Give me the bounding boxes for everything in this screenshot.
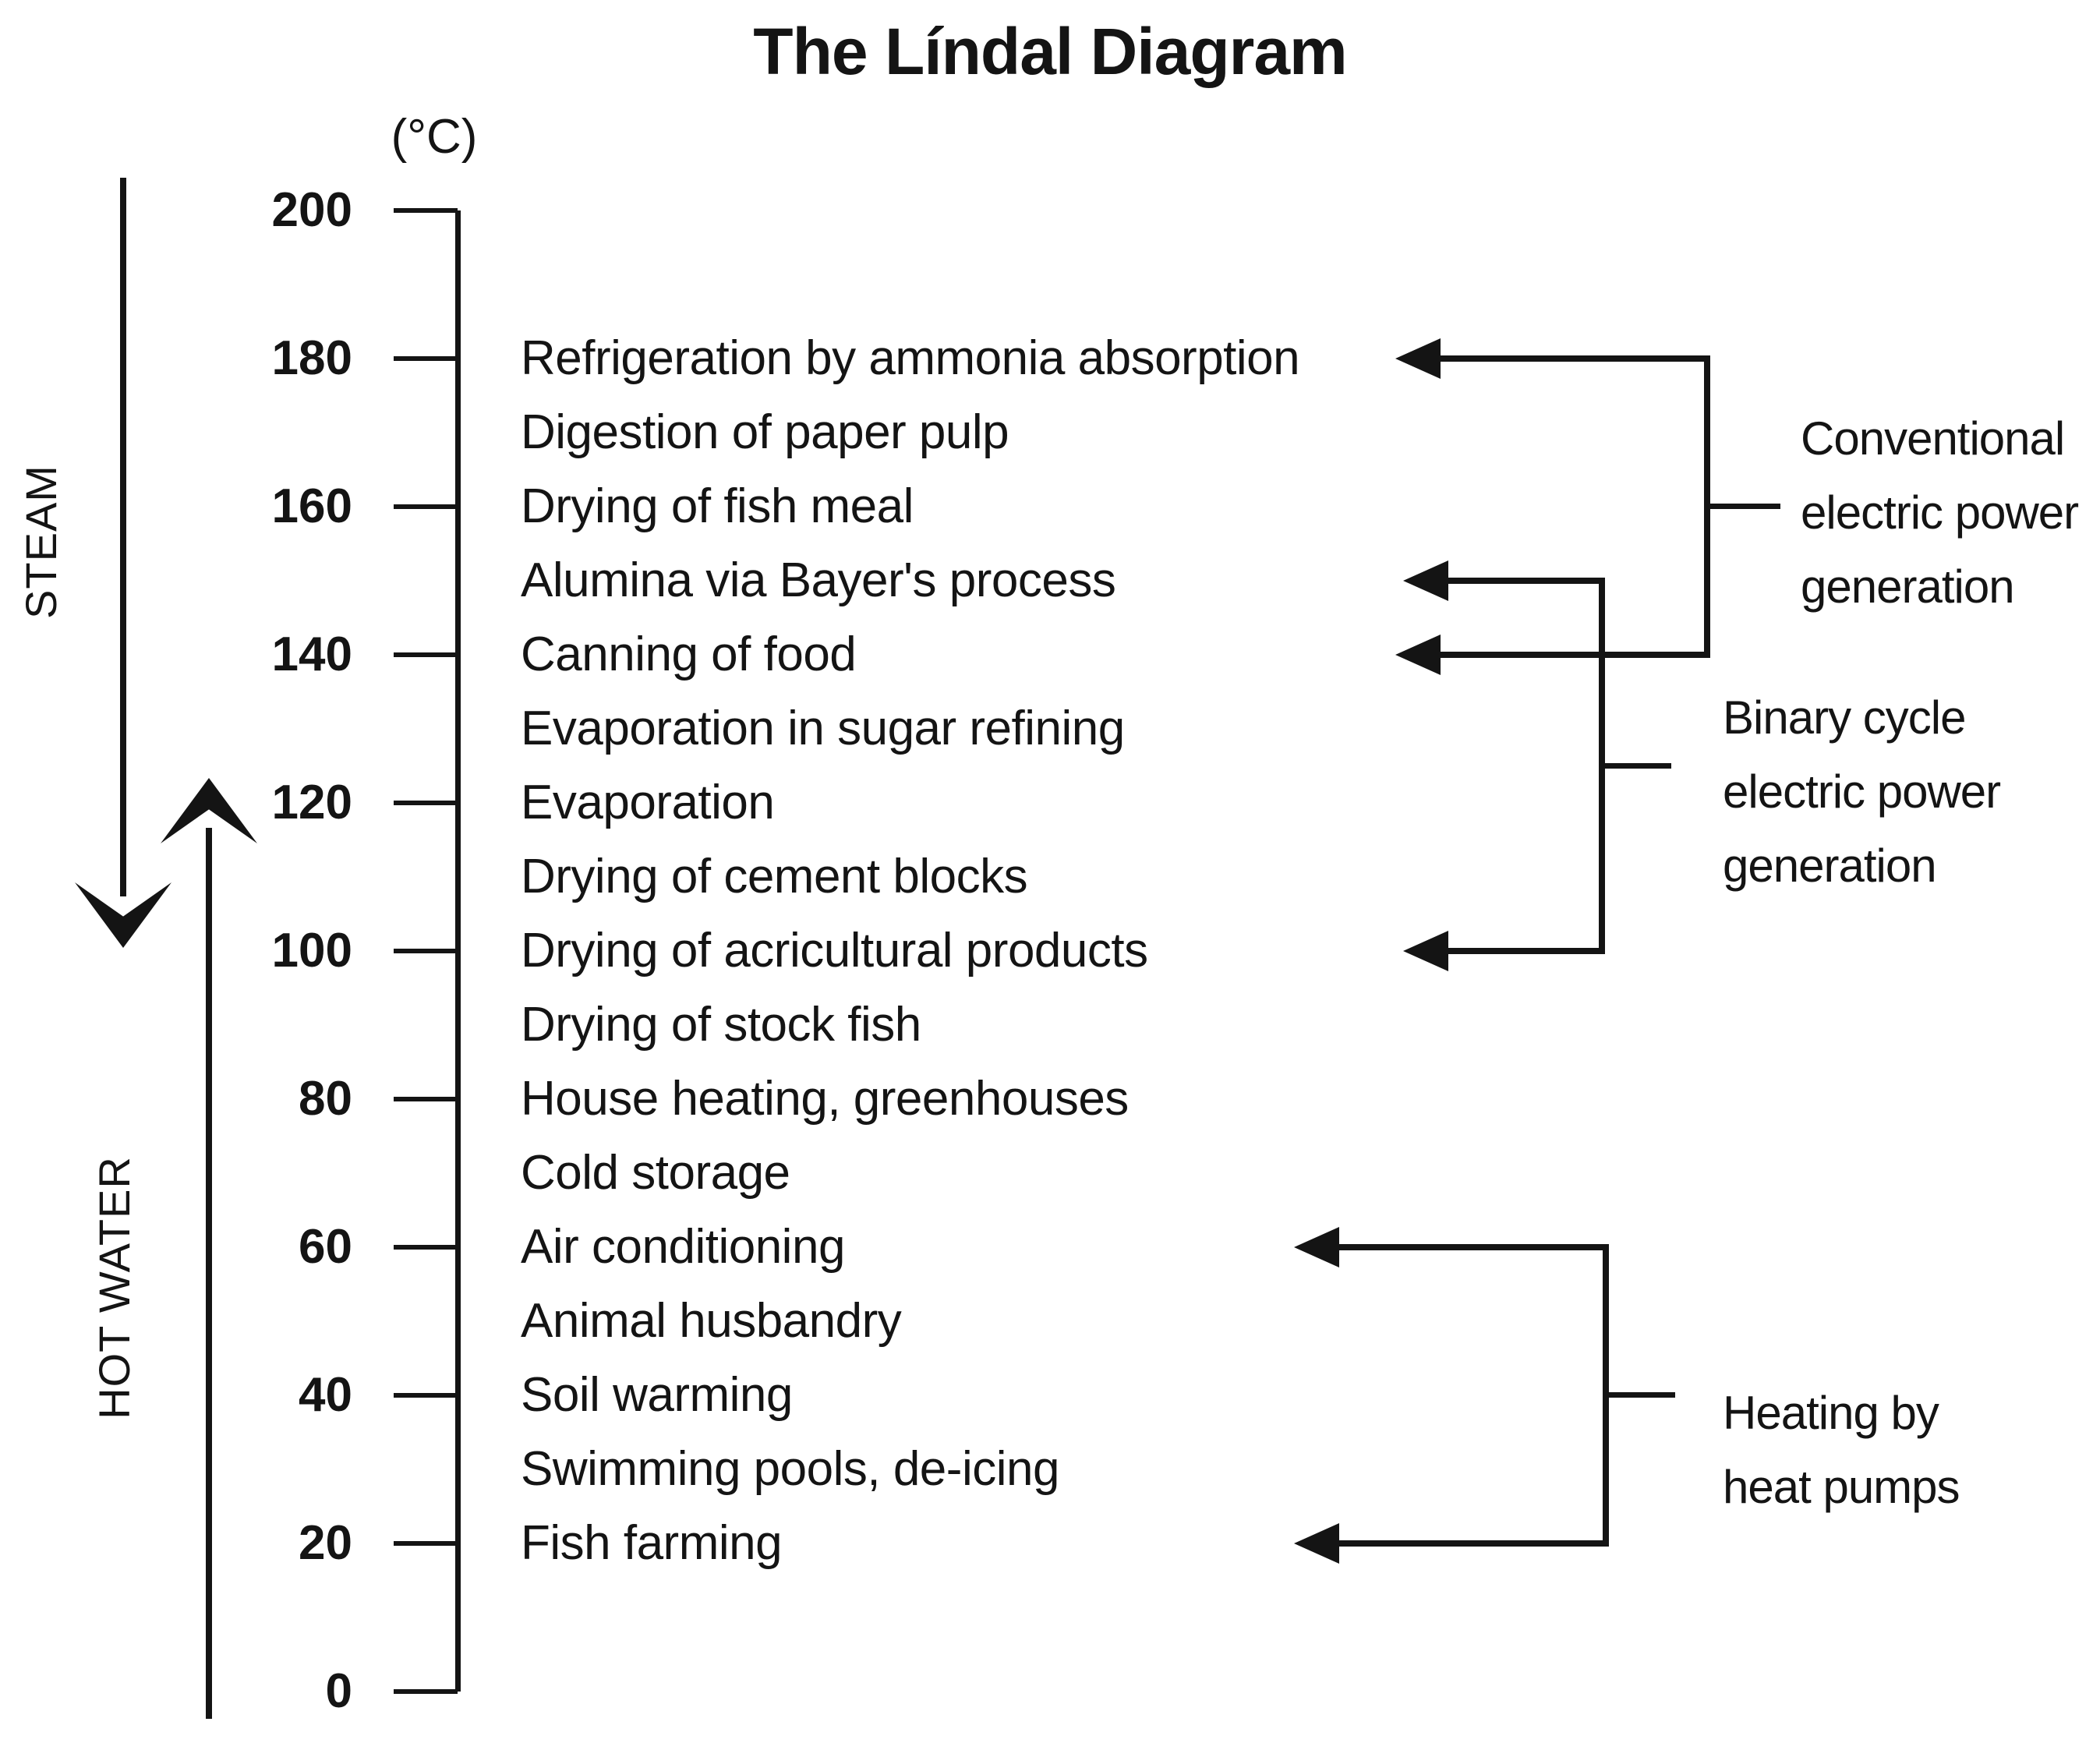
conventional-label-line: Conventional (1801, 412, 2065, 465)
heat-pumps-label-line: Heating by (1723, 1387, 1939, 1439)
axis-tick-label: 40 (299, 1368, 352, 1422)
axis-tick-label: 60 (299, 1220, 352, 1274)
application-item: Alumina via Bayer's process (521, 553, 1116, 607)
temperature-axis-line (455, 210, 461, 1692)
hot-water-arrow-shaft (206, 828, 212, 1719)
axis-tick-line (394, 652, 458, 657)
binary-label-line: generation (1723, 840, 1937, 892)
conventional-arrow-left-icon (1395, 635, 1441, 675)
binary-arrow-left-icon (1403, 931, 1448, 971)
axis-tick-label: 100 (271, 924, 352, 978)
binary-label-line: Binary cycle (1723, 691, 1966, 744)
binary-label-connector (1605, 763, 1671, 769)
axis-tick-line (394, 1541, 458, 1546)
application-item: Cold storage (521, 1146, 790, 1200)
axis-unit-label: (°C) (391, 110, 478, 164)
axis-tick-label: 120 (271, 776, 352, 829)
axis-tick-line (394, 504, 458, 509)
binary-arrow-left-icon (1403, 560, 1448, 601)
conventional-arrow-shaft (1434, 355, 1710, 362)
application-item: Drying of cement blocks (521, 850, 1028, 903)
axis-tick-line (394, 1245, 458, 1250)
binary-arrow-shaft (1442, 948, 1605, 954)
application-item: Drying of acricultural products (521, 924, 1148, 978)
application-item: Swimming pools, de-icing (521, 1442, 1059, 1496)
heat-pumps-arrow-left-icon (1294, 1227, 1339, 1267)
heat-pumps-arrow-shaft (1333, 1244, 1609, 1250)
conventional-bracket-line (1704, 355, 1710, 658)
application-item: Air conditioning (521, 1220, 845, 1274)
heat-pumps-label-line: heat pumps (1723, 1461, 1960, 1513)
conventional-arrow-left-icon (1395, 338, 1441, 379)
axis-tick-line (394, 208, 458, 213)
heat-pumps-bracket-line (1603, 1244, 1609, 1547)
axis-tick-label: 20 (299, 1516, 352, 1570)
application-item: Evaporation in sugar refining (521, 702, 1125, 755)
application-item: House heating, greenhouses (521, 1072, 1129, 1126)
binary-arrow-shaft (1442, 578, 1605, 584)
axis-tick-line (394, 1393, 458, 1398)
heat-pumps-arrow-shaft (1333, 1540, 1609, 1547)
steam-label: STEAM (16, 465, 65, 619)
axis-tick-line (394, 1097, 458, 1101)
diagram-title: The Líndal Diagram (753, 15, 1347, 88)
axis-tick-label: 160 (271, 479, 352, 533)
axis-tick-label: 140 (271, 628, 352, 681)
application-item: Fish farming (521, 1516, 783, 1570)
application-item: Drying of stock fish (521, 998, 921, 1052)
application-item: Canning of food (521, 628, 857, 681)
conventional-label-connector (1710, 504, 1780, 509)
axis-tick-line (394, 801, 458, 805)
axis-tick-line (394, 949, 458, 953)
application-item: Refrigeration by ammonia absorption (521, 331, 1300, 385)
application-item: Drying of fish meal (521, 479, 914, 533)
conventional-label-line: electric power (1801, 486, 2079, 539)
axis-tick-label: 0 (325, 1664, 352, 1718)
conventional-arrow-shaft (1434, 652, 1710, 658)
axis-tick-label: 180 (271, 331, 352, 385)
steam-arrow-shaft (120, 178, 126, 896)
heat-pumps-label-connector (1609, 1392, 1675, 1398)
application-item: Soil warming (521, 1368, 793, 1422)
axis-tick-label: 200 (271, 183, 352, 237)
axis-tick-line (394, 1689, 458, 1694)
axis-tick-line (394, 356, 458, 361)
application-item: Animal husbandry (521, 1294, 902, 1348)
application-item: Digestion of paper pulp (521, 405, 1009, 459)
binary-bracket-line (1599, 578, 1605, 954)
heat-pumps-arrow-left-icon (1294, 1523, 1339, 1564)
binary-label-line: electric power (1723, 765, 2001, 818)
conventional-label-line: generation (1801, 560, 2015, 613)
application-item: Evaporation (521, 776, 775, 829)
axis-tick-label: 80 (299, 1072, 352, 1126)
hot-water-label: HOT WATER (90, 1156, 139, 1419)
